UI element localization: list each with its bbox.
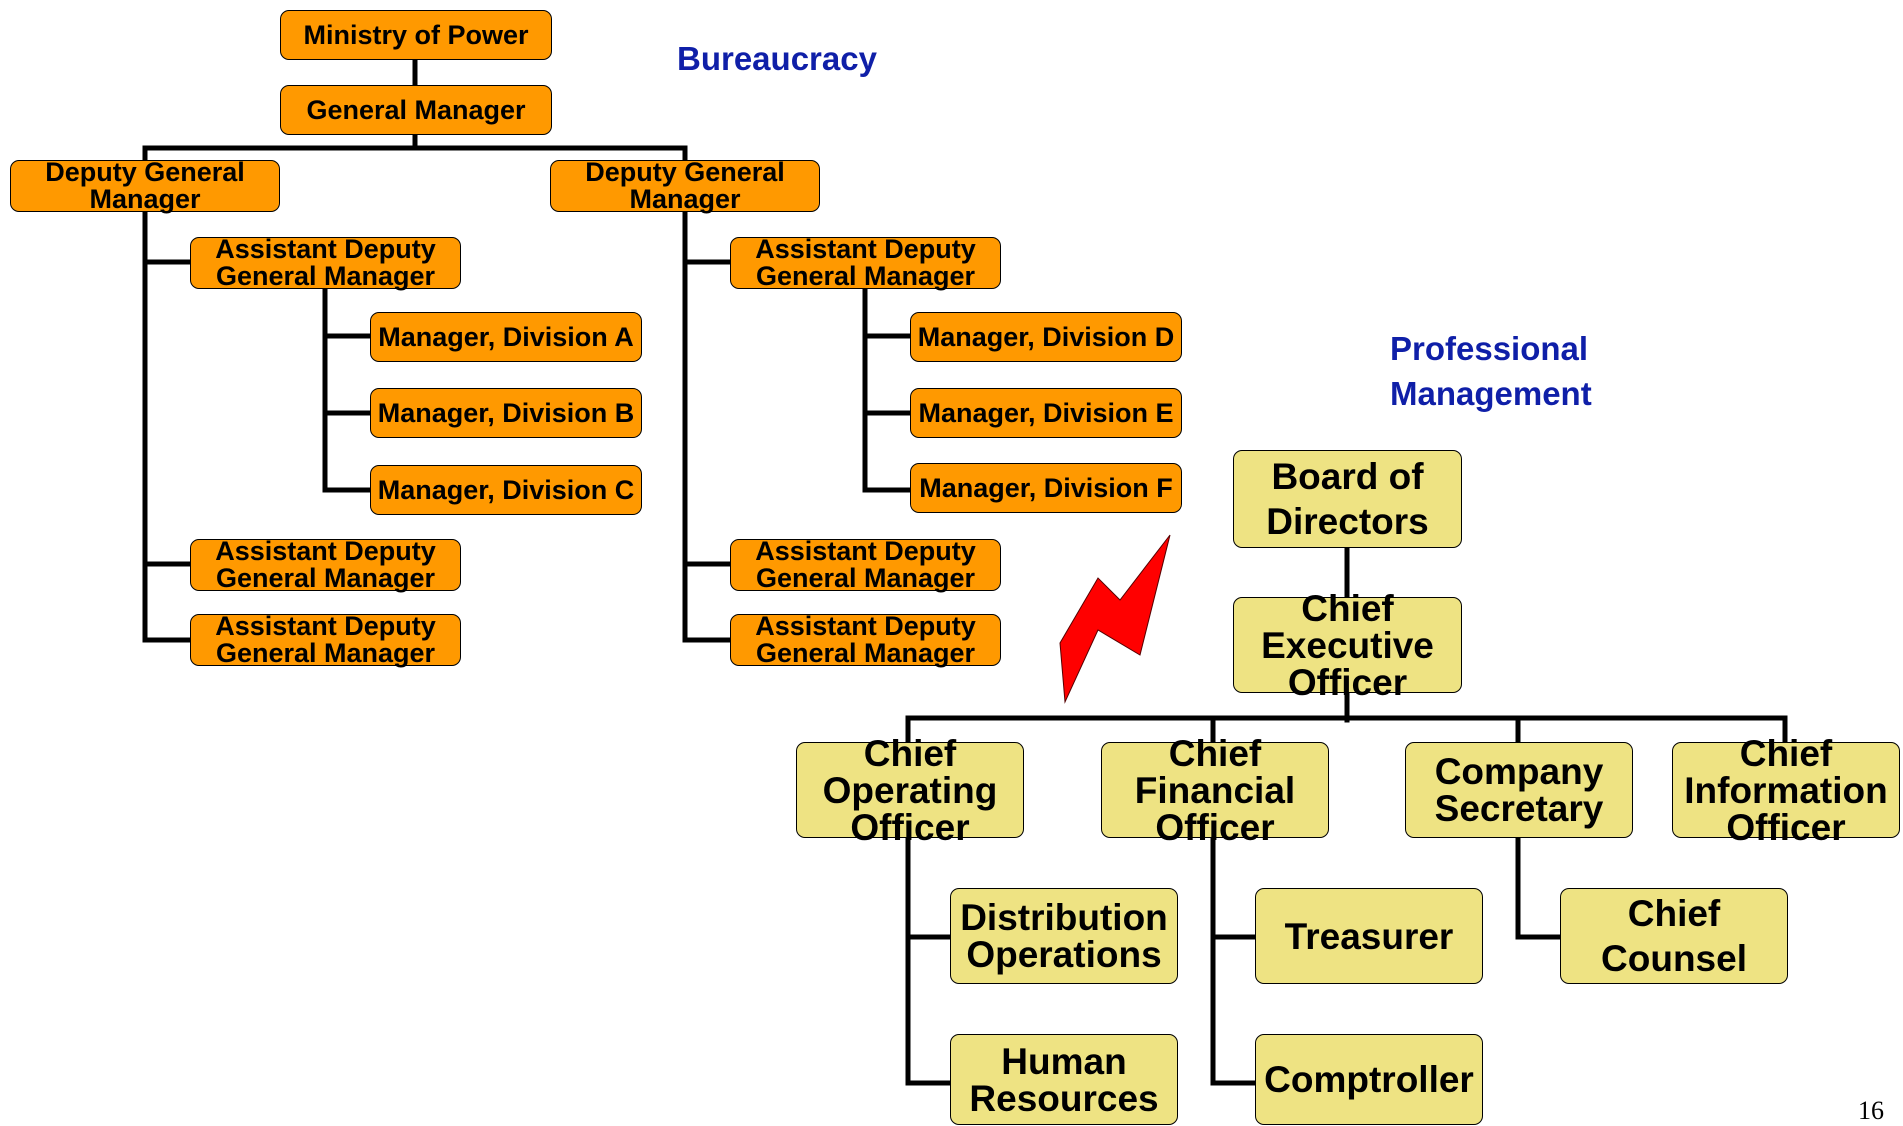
chief-counsel-box: Chief Counsel [1560, 888, 1788, 984]
comptroller-box: Comptroller [1255, 1034, 1483, 1125]
cfo-box: Chief Financial Officer [1101, 735, 1329, 846]
assistant-deputy-box-right-1: Assistant Deputy General Manager [730, 236, 1001, 290]
deputy-general-manager-right-box: Deputy General Manager [550, 159, 820, 213]
manager-division-b-box: Manager, Division B [370, 388, 642, 438]
cio-box: Chief Information Officer [1672, 735, 1900, 846]
assistant-deputy-box-left-2: Assistant Deputy General Manager [190, 538, 461, 592]
assistant-deputy-box-right-2: Assistant Deputy General Manager [730, 538, 1001, 592]
deputy-general-manager-left-box: Deputy General Manager [10, 159, 280, 213]
manager-division-e-box: Manager, Division E [910, 388, 1182, 438]
assistant-deputy-box-right-3: Assistant Deputy General Manager [730, 613, 1001, 667]
manager-division-c-box: Manager, Division C [370, 465, 642, 515]
lightning-arrow-icon [1059, 534, 1171, 704]
bureaucracy-title: Bureaucracy [677, 40, 877, 77]
manager-division-a-box: Manager, Division A [370, 312, 642, 362]
ceo-box: Chief Executive Officer [1233, 590, 1462, 701]
general-manager-box: General Manager [280, 85, 552, 135]
board-of-directors-box: Board of Directors [1233, 450, 1462, 548]
assistant-deputy-box-left-3: Assistant Deputy General Manager [190, 613, 461, 667]
ministry-of-power-box: Ministry of Power [280, 10, 552, 60]
treasurer-box: Treasurer [1255, 888, 1483, 984]
professional-management-title: Professional Management [1390, 330, 1592, 412]
coo-box: Chief Operating Officer [796, 735, 1024, 846]
manager-division-f-box: Manager, Division F [910, 463, 1182, 513]
company-secretary-box: Company Secretary [1405, 742, 1633, 838]
human-resources-box: Human Resources [950, 1034, 1178, 1125]
manager-division-d-box: Manager, Division D [910, 312, 1182, 362]
page-number: 16 [1858, 1096, 1884, 1125]
assistant-deputy-box-left-1: Assistant Deputy General Manager [190, 236, 461, 290]
distribution-operations-box: Distribution Operations [950, 888, 1178, 984]
